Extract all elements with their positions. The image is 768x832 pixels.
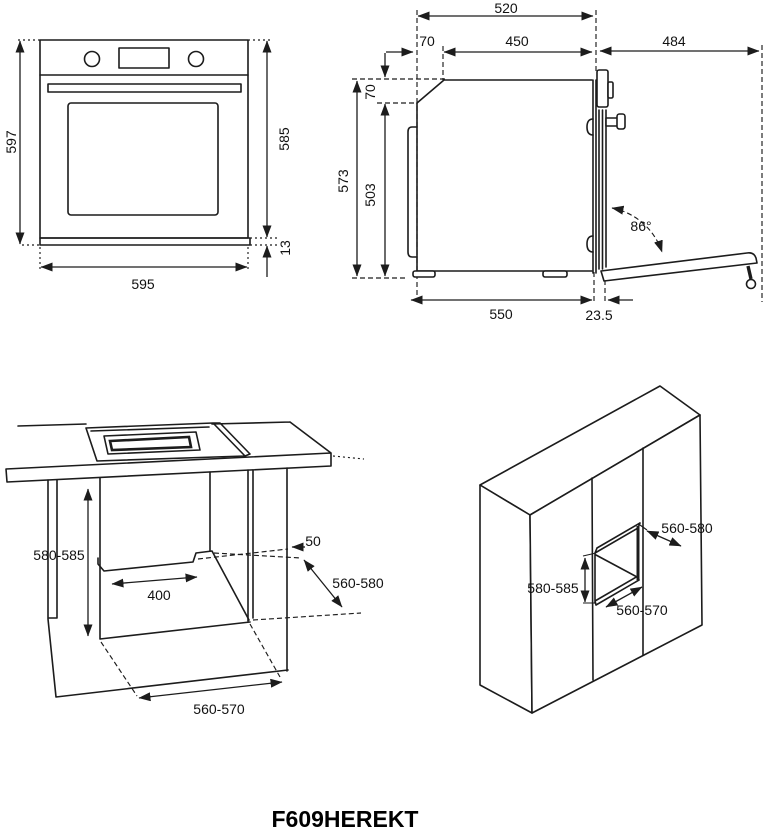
dim-uc-niche-width: 560-570 (193, 701, 245, 717)
display-panel (118, 47, 170, 69)
dim-door-open-projection: 484 (662, 33, 686, 49)
dim-line-support-depth (111, 573, 198, 588)
dim-line-niche-depth (303, 559, 343, 608)
projection-lines (100, 548, 362, 697)
dim-door-thickness: 23.5 (585, 307, 612, 323)
rear-foot (412, 270, 436, 278)
dim-top-inset: 70 (419, 33, 435, 49)
dim-col-niche-height: 580-585 (527, 580, 579, 596)
dim-front-width: 595 (131, 276, 155, 292)
hinge-tab (607, 81, 614, 99)
front-view-diagram: 597 585 13 595 (3, 39, 293, 292)
open-door (600, 252, 758, 282)
extension-lines (18, 39, 277, 272)
door-handle (47, 83, 242, 93)
countertop (5, 421, 332, 483)
dim-front-height-total: 597 (3, 130, 19, 154)
right-knob (187, 50, 205, 68)
cooktop-cutout (85, 422, 251, 462)
handle-knob-side (616, 113, 626, 130)
dim-uc-niche-depth: 560-580 (332, 575, 384, 591)
dim-depth-body: 550 (489, 306, 513, 322)
niche-shelf (97, 550, 250, 621)
front-foot (542, 270, 568, 278)
left-knob (83, 50, 101, 68)
oven-top-edge (416, 79, 593, 104)
dim-col-niche-width: 560-570 (616, 602, 668, 618)
cabinet-left-face (479, 484, 533, 714)
model-number: F609HEREKT (272, 806, 419, 832)
door-dividers (591, 447, 644, 681)
dim-line-niche-width (138, 678, 283, 702)
door-window (67, 102, 219, 216)
dim-top-drop: 70 (362, 84, 378, 100)
side-view-diagram: 520 70 450 484 70 573 503 86° 550 23.5 (335, 0, 763, 323)
door-swing-arc (611, 205, 663, 253)
cooktop-slot (108, 435, 193, 452)
plinth-strip (39, 237, 251, 246)
dim-door-open-angle: 86° (630, 218, 651, 234)
dim-line-col-depth (646, 530, 682, 547)
open-door-handle-stem (746, 265, 753, 280)
cooktop-rim (103, 431, 201, 455)
open-door-handle-knob (745, 278, 757, 290)
oven-front-outline (39, 39, 249, 239)
niche-extension-lines (582, 524, 648, 604)
column-installation-diagram: 560-580 580-585 560-570 (479, 385, 713, 714)
dim-uc-rear-gap: 50 (305, 533, 321, 549)
dim-height-front-frame: 503 (362, 183, 378, 207)
dim-top-flat-depth: 450 (505, 33, 529, 49)
closed-door-lines (598, 109, 607, 270)
dim-front-height-body: 585 (276, 127, 292, 151)
counter-extension-line (332, 455, 365, 460)
hinge-box (596, 69, 609, 108)
dim-uc-niche-height: 580-585 (33, 547, 85, 563)
undercounter-installation-diagram: 580-585 400 50 560-580 560-570 (5, 421, 384, 717)
hinge-notches (586, 118, 594, 253)
dim-depth-top-total: 520 (494, 0, 518, 16)
dim-col-niche-depth: 560-580 (661, 520, 713, 536)
dim-line-col-width (605, 586, 643, 608)
rear-bulge (407, 126, 418, 258)
dim-front-plinth: 13 (277, 240, 293, 256)
dim-height-total: 573 (335, 169, 351, 193)
cabinet-structure (47, 467, 289, 698)
dim-uc-support-depth: 400 (147, 587, 171, 603)
